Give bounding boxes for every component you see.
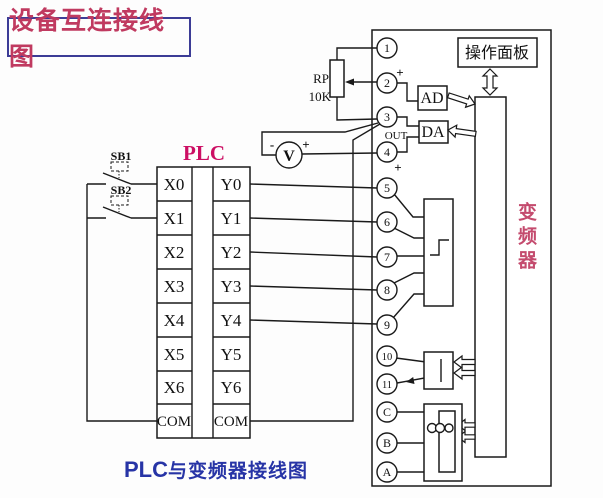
terminal-6-label: 6	[384, 215, 390, 229]
input-side-wires	[86, 161, 157, 422]
terminal-11: 11	[376, 373, 398, 395]
plus-sign-terminal4: +	[394, 160, 401, 175]
cell-y5: Y5	[221, 345, 242, 364]
caption-plc-part: PLC	[124, 457, 168, 482]
terminal-c-label: C	[383, 405, 391, 419]
voltmeter-symbol: V	[283, 148, 295, 165]
plc-title: PLC	[183, 141, 225, 165]
terminal-8-label: 8	[384, 283, 390, 297]
terminal-10: 10	[376, 345, 398, 367]
terminal-3-label: 3	[384, 110, 390, 124]
potentiometer-name: RP	[313, 71, 329, 86]
digital-input-wires	[392, 193, 424, 319]
terminal-11-label: 11	[382, 380, 392, 391]
terminal-6: 6	[376, 211, 398, 233]
digital-input-block	[423, 198, 454, 307]
terminal-a: A	[376, 461, 398, 483]
step-symbol	[430, 239, 449, 256]
terminal-b: B	[376, 432, 398, 454]
terminal-a-label: A	[383, 465, 392, 479]
terminal-4: 4	[376, 141, 398, 163]
operation-panel-label: 操作面板	[465, 44, 529, 62]
table-dividers	[157, 200, 250, 405]
cell-x3: X3	[164, 277, 185, 296]
ad-converter: AD	[417, 85, 448, 111]
plc-terminal-table: PLC X0 X1 X2 X3 X4 X5 X6 COM Y0 Y1 Y2 Y3…	[156, 141, 251, 439]
cell-x4: X4	[164, 311, 185, 330]
cell-y6: Y6	[221, 378, 242, 397]
output-side-wires	[249, 123, 381, 422]
cell-xcom: COM	[157, 414, 191, 430]
inverter-terminals: 1 2 3 4 5 6 7 8 9 10 11 C B A	[376, 37, 398, 483]
cell-x5: X5	[164, 345, 185, 364]
cell-y2: Y2	[221, 243, 242, 262]
switch-sb1-label: SB1	[111, 149, 132, 163]
cell-x2: X2	[164, 243, 185, 262]
voltmeter: V - +	[270, 137, 310, 169]
cell-y0: Y0	[221, 175, 242, 194]
terminal-c: C	[376, 401, 398, 423]
relay-output-block	[423, 403, 463, 482]
cell-x6: X6	[164, 378, 185, 397]
terminal-2-label: 2	[384, 76, 390, 90]
terminal-7: 7	[376, 246, 398, 268]
inverter-bus	[474, 96, 507, 458]
cell-y4: Y4	[221, 311, 242, 330]
terminal-4-label: 4	[384, 145, 390, 159]
terminal-5: 5	[376, 177, 398, 199]
relay-coil-symbol	[426, 422, 454, 434]
plc-input-labels: X0 X1 X2 X3 X4 X5 X6 COM	[157, 175, 191, 430]
panel-bus-double-arrow	[481, 68, 499, 96]
analog-wires	[261, 47, 419, 156]
caption-rest-part: 与变频器接线图	[168, 461, 309, 482]
terminal-1: 1	[376, 37, 398, 59]
out-terminal-label: OUT	[385, 130, 408, 142]
transistor-output-block	[423, 351, 454, 390]
bus-arrows	[445, 68, 499, 444]
switch-sb2-label: SB2	[111, 183, 132, 197]
cell-x1: X1	[164, 209, 185, 228]
diagram-caption: PLC与变频器接线图	[124, 456, 308, 483]
operation-panel: 操作面板	[457, 37, 538, 68]
terminal-5-label: 5	[384, 181, 390, 195]
terminal-10-label: 10	[382, 352, 393, 363]
terminal-2: 2	[376, 72, 398, 94]
terminal-1-label: 1	[384, 41, 390, 55]
terminal-9: 9	[376, 314, 398, 336]
cell-y1: Y1	[221, 209, 242, 228]
voltmeter-minus-sign: -	[270, 137, 274, 152]
da-label: DA	[421, 124, 445, 141]
potentiometer: RP 10K	[309, 59, 345, 104]
ad-label: AD	[420, 90, 443, 107]
cell-ycom: COM	[214, 414, 248, 430]
potentiometer-value: 10K	[309, 89, 332, 104]
terminal-3: 3	[376, 106, 398, 128]
inverter-label: 变频器	[515, 202, 536, 274]
voltmeter-plus-sign: +	[302, 137, 309, 152]
da-converter: DA	[418, 120, 449, 144]
plc-output-labels: Y0 Y1 Y2 Y3 Y4 Y5 Y6 COM	[214, 175, 248, 430]
plus-sign-terminal2: +	[396, 65, 403, 80]
terminal-7-label: 7	[384, 250, 390, 264]
terminal-b-label: B	[383, 436, 391, 450]
terminal-9-label: 9	[384, 318, 390, 332]
cell-x0: X0	[164, 175, 185, 194]
terminal-8: 8	[376, 279, 398, 301]
cell-y3: Y3	[221, 277, 242, 296]
